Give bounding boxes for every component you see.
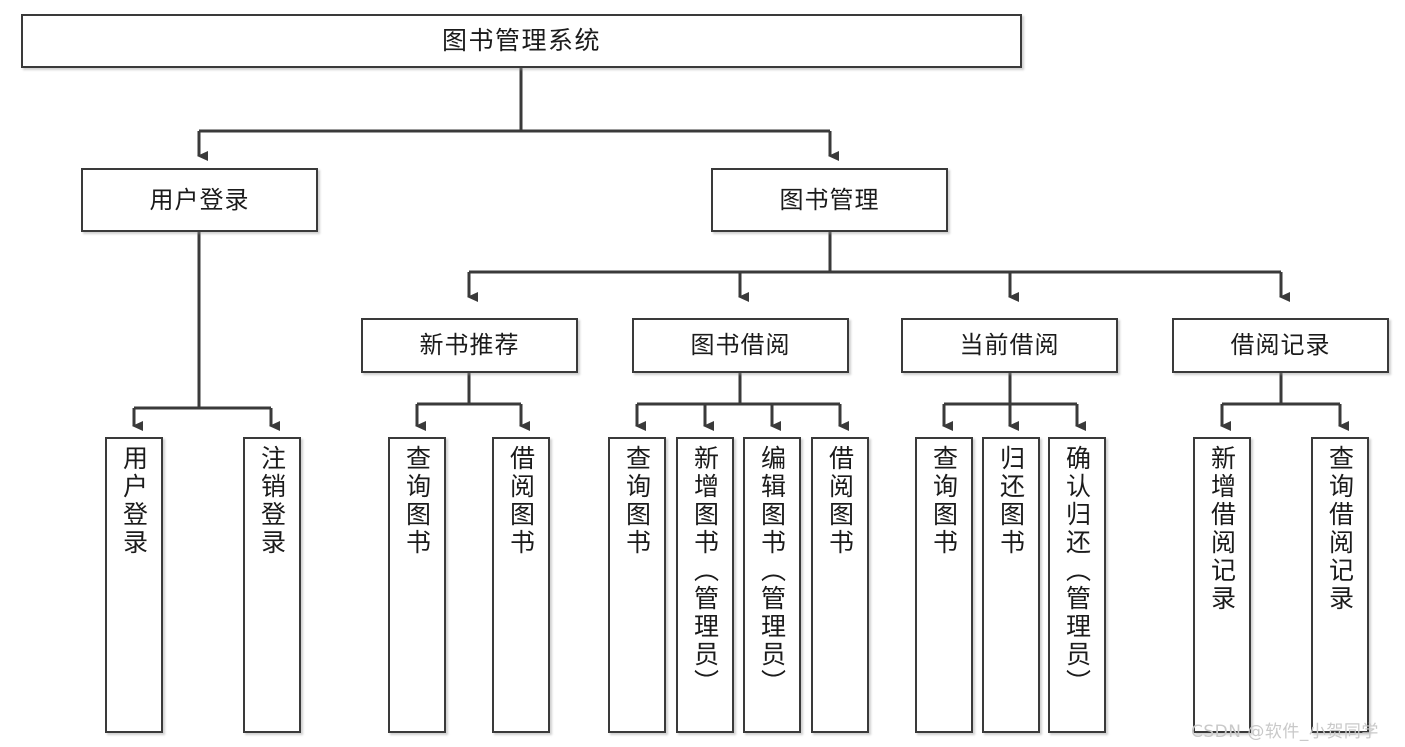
node-current-borrow-label: 当前借阅 xyxy=(959,331,1060,360)
leaf-br-query-record[interactable]: 查询借阅记录 xyxy=(1311,437,1369,733)
node-root-label: 图书管理系统 xyxy=(441,26,601,56)
leaf-br-add-record[interactable]: 新增借阅记录 xyxy=(1193,437,1251,733)
node-borrow-records-label: 借阅记录 xyxy=(1230,331,1331,360)
leaf-bb-query-books[interactable]: 查询图书 xyxy=(608,437,666,733)
node-borrow-records[interactable]: 借阅记录 xyxy=(1172,318,1389,373)
leaf-bb-add-book-label: 新增图书（管理员） xyxy=(690,445,720,697)
leaf-cb-query-books-label: 查询图书 xyxy=(929,445,959,557)
csdn-watermark: CSDN @软件_小贺同学 xyxy=(1191,722,1379,742)
node-new-book-recommend[interactable]: 新书推荐 xyxy=(361,318,578,373)
node-user-login-label: 用户登录 xyxy=(149,185,250,214)
leaf-bb-borrow-book[interactable]: 借阅图书 xyxy=(811,437,869,733)
leaf-br-add-record-label: 新增借阅记录 xyxy=(1207,445,1237,613)
node-book-borrow[interactable]: 图书借阅 xyxy=(632,318,849,373)
leaf-bb-edit-book[interactable]: 编辑图书（管理员） xyxy=(743,437,801,733)
leaf-cb-confirm-return[interactable]: 确认归还（管理员） xyxy=(1048,437,1106,733)
leaf-bb-add-book[interactable]: 新增图书（管理员） xyxy=(676,437,734,733)
leaf-br-query-record-label: 查询借阅记录 xyxy=(1325,445,1355,613)
node-book-management[interactable]: 图书管理 xyxy=(711,168,948,232)
node-book-management-label: 图书管理 xyxy=(779,185,880,214)
leaf-nb-borrow-books-label: 借阅图书 xyxy=(506,445,536,557)
leaf-cb-return-books[interactable]: 归还图书 xyxy=(982,437,1040,733)
leaf-logout[interactable]: 注销登录 xyxy=(243,437,301,733)
leaf-user-login-label: 用户登录 xyxy=(119,445,149,557)
leaf-bb-query-books-label: 查询图书 xyxy=(622,445,652,557)
node-user-login[interactable]: 用户登录 xyxy=(81,168,318,232)
leaf-nb-borrow-books[interactable]: 借阅图书 xyxy=(492,437,550,733)
node-root[interactable]: 图书管理系统 xyxy=(21,14,1022,68)
leaf-cb-query-books[interactable]: 查询图书 xyxy=(915,437,973,733)
leaf-user-login[interactable]: 用户登录 xyxy=(105,437,163,733)
leaf-cb-return-books-label: 归还图书 xyxy=(996,445,1026,557)
leaf-bb-borrow-book-label: 借阅图书 xyxy=(825,445,855,557)
leaf-logout-label: 注销登录 xyxy=(257,445,287,557)
node-current-borrow[interactable]: 当前借阅 xyxy=(901,318,1118,373)
leaf-cb-confirm-return-label: 确认归还（管理员） xyxy=(1062,445,1092,697)
leaf-nb-query-books[interactable]: 查询图书 xyxy=(388,437,446,733)
leaf-bb-edit-book-label: 编辑图书（管理员） xyxy=(757,445,787,697)
leaf-nb-query-books-label: 查询图书 xyxy=(402,445,432,557)
node-new-book-recommend-label: 新书推荐 xyxy=(419,331,520,360)
node-book-borrow-label: 图书借阅 xyxy=(690,331,791,360)
